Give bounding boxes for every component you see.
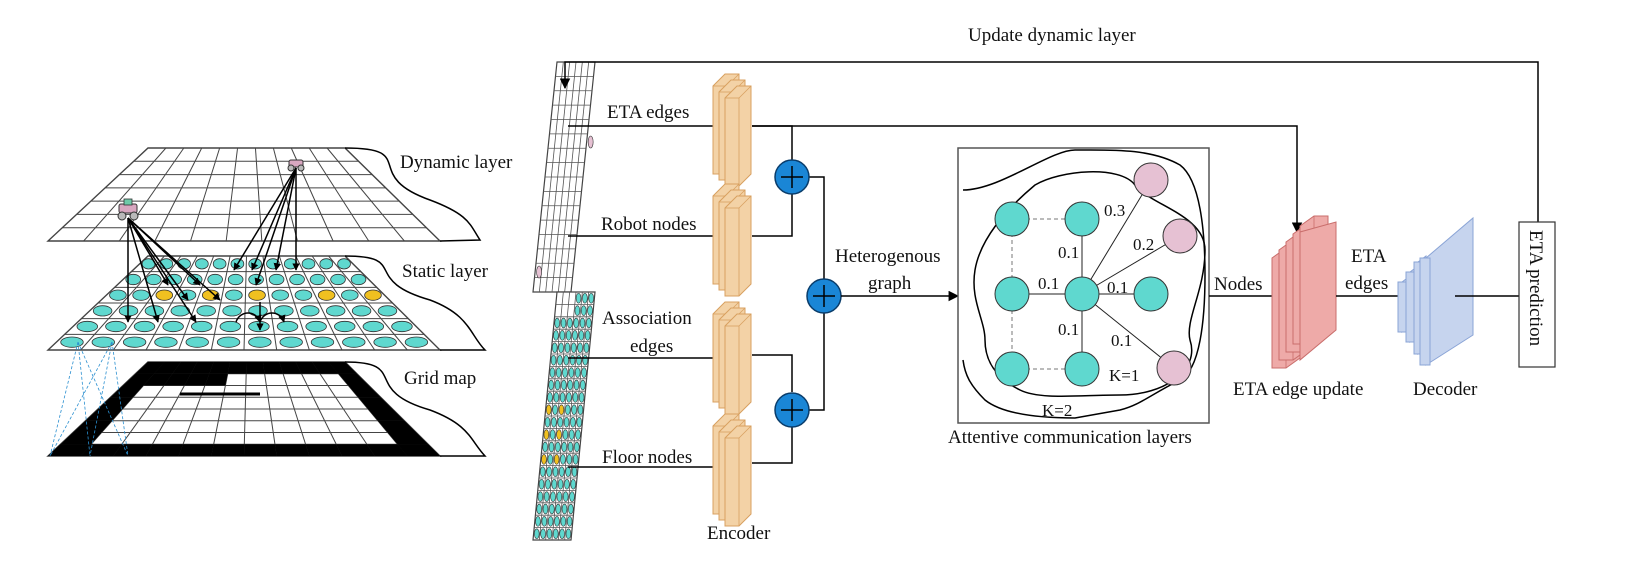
edge-weight: 0.2 xyxy=(1133,235,1154,254)
robot-node xyxy=(1162,218,1198,254)
plus-icon xyxy=(806,278,842,314)
floor-node xyxy=(994,201,1030,237)
floor-node xyxy=(1064,201,1100,237)
dynamic-layer-label: Dynamic layer xyxy=(400,152,513,173)
association-edges-label-2: edges xyxy=(630,336,673,357)
eta-edges-out-label-1: ETA xyxy=(1351,246,1387,267)
heterogenous-graph-label-1: Heterogenous xyxy=(835,246,941,267)
eta-edge-update-block xyxy=(1271,215,1337,369)
grid-map-label: Grid map xyxy=(404,368,476,389)
robot-icon xyxy=(287,159,305,172)
decoder-block xyxy=(1397,216,1474,366)
encoder-label: Encoder xyxy=(707,523,771,544)
robot-node xyxy=(1133,162,1169,198)
robot-icon xyxy=(117,198,139,221)
static-layer-brace xyxy=(344,255,487,351)
projection-lines xyxy=(49,341,129,457)
dynamic-layer-brace xyxy=(344,147,482,242)
dynamic-layer-plane xyxy=(46,147,442,242)
grid-map-plane xyxy=(46,361,442,457)
dynamic-input-matrix xyxy=(532,61,596,293)
edge-weight: 0.1 xyxy=(1111,331,1132,350)
k1-label: K=1 xyxy=(1109,366,1139,385)
eta-edges-out-label-2: edges xyxy=(1345,273,1388,294)
encoder-stack xyxy=(712,73,752,527)
update-dynamic-layer-label: Update dynamic layer xyxy=(968,25,1136,46)
eta-edges-input-label: ETA edges xyxy=(607,102,689,123)
edge-weight: 0.1 xyxy=(1058,243,1079,262)
attentive-layers-label: Attentive communication layers xyxy=(948,427,1192,448)
eta-edge-skip-arrow xyxy=(752,125,1303,234)
association-edges-label-1: Association xyxy=(602,308,692,329)
plus-icon xyxy=(774,159,810,195)
edge-weight: 0.1 xyxy=(1058,320,1079,339)
eta-edge-update-label: ETA edge update xyxy=(1233,379,1363,400)
edge-weight: 0.1 xyxy=(1107,278,1128,297)
edge-weight: 0.3 xyxy=(1104,201,1125,220)
floor-node xyxy=(994,351,1030,387)
static-layer-label: Static layer xyxy=(402,261,489,282)
floor-nodes-label: Floor nodes xyxy=(602,447,692,468)
floor-node-center xyxy=(1064,276,1100,312)
plus-icon xyxy=(774,392,810,428)
floor-node xyxy=(994,276,1030,312)
k2-label: K=2 xyxy=(1042,401,1072,420)
static-layer-plane xyxy=(46,255,442,351)
eta-prediction-label: ETA prediction xyxy=(1525,230,1546,347)
decoder-label: Decoder xyxy=(1413,379,1478,400)
graph-nodes xyxy=(994,162,1198,387)
eta-prediction-box xyxy=(1518,221,1556,368)
grid-map-brace xyxy=(344,361,487,457)
static-input-matrix xyxy=(532,291,596,541)
robot-nodes-label: Robot nodes xyxy=(601,214,697,235)
floor-node xyxy=(1064,351,1100,387)
edge-weight: 0.1 xyxy=(1038,274,1059,293)
robot-node xyxy=(1156,350,1192,386)
robot-assignment-arrows xyxy=(124,167,300,331)
floor-node xyxy=(1133,276,1169,312)
nodes-label: Nodes xyxy=(1214,274,1263,295)
update-dynamic-layer-arrow xyxy=(559,61,1539,222)
k2-boundary xyxy=(962,149,1206,419)
heterogenous-graph-label-2: graph xyxy=(868,273,912,294)
